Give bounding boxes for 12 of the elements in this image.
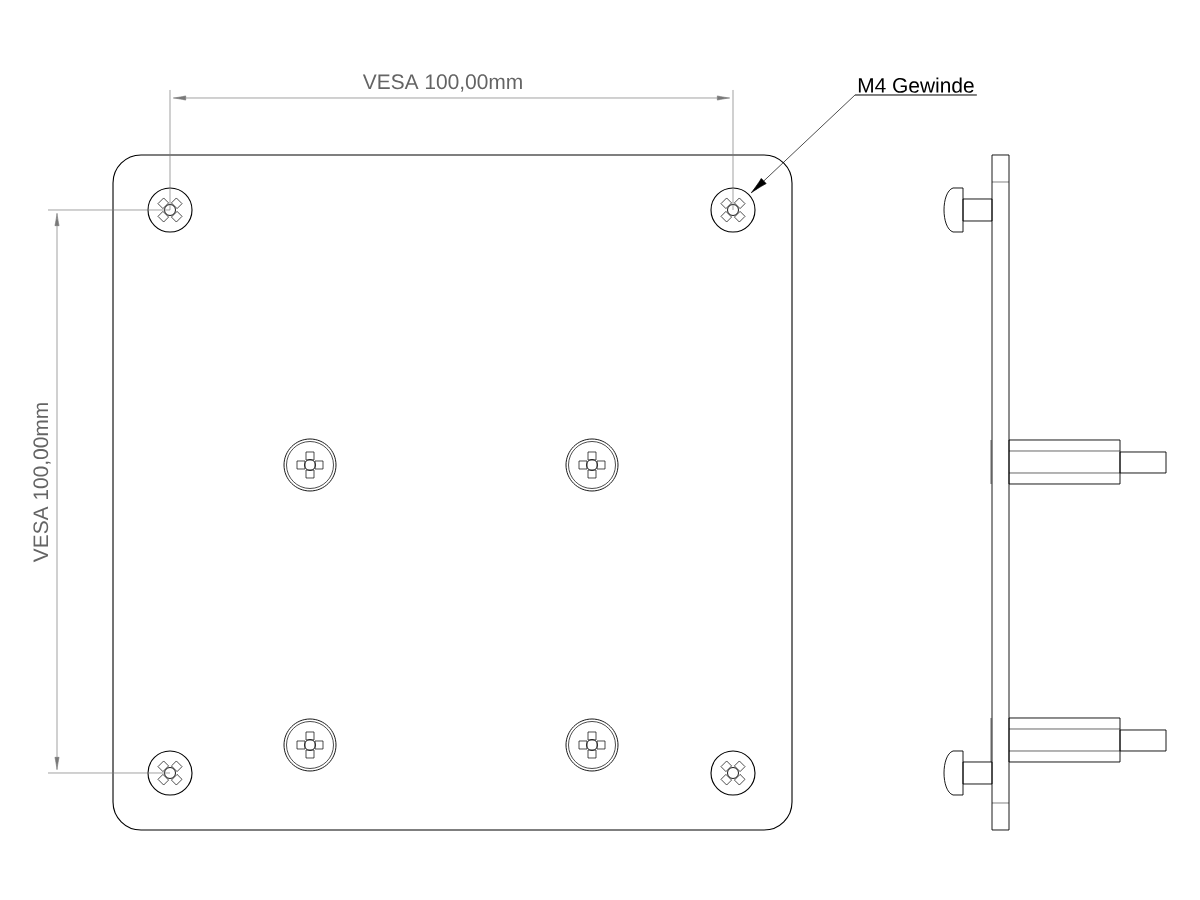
screw-head	[710, 750, 756, 796]
callout-label: M4 Gewinde	[854, 77, 978, 96]
screw-head	[283, 718, 337, 772]
screw-head	[710, 187, 756, 233]
dimension-label: VESA 100,00mm	[31, 399, 53, 565]
dimension-label: VESA 100,00mm	[360, 72, 526, 94]
screw-head	[565, 438, 619, 492]
leader-line	[751, 94, 856, 194]
screw-head	[147, 750, 193, 796]
screw-head	[147, 187, 193, 233]
screw-head	[283, 438, 337, 492]
screw-head	[565, 718, 619, 772]
